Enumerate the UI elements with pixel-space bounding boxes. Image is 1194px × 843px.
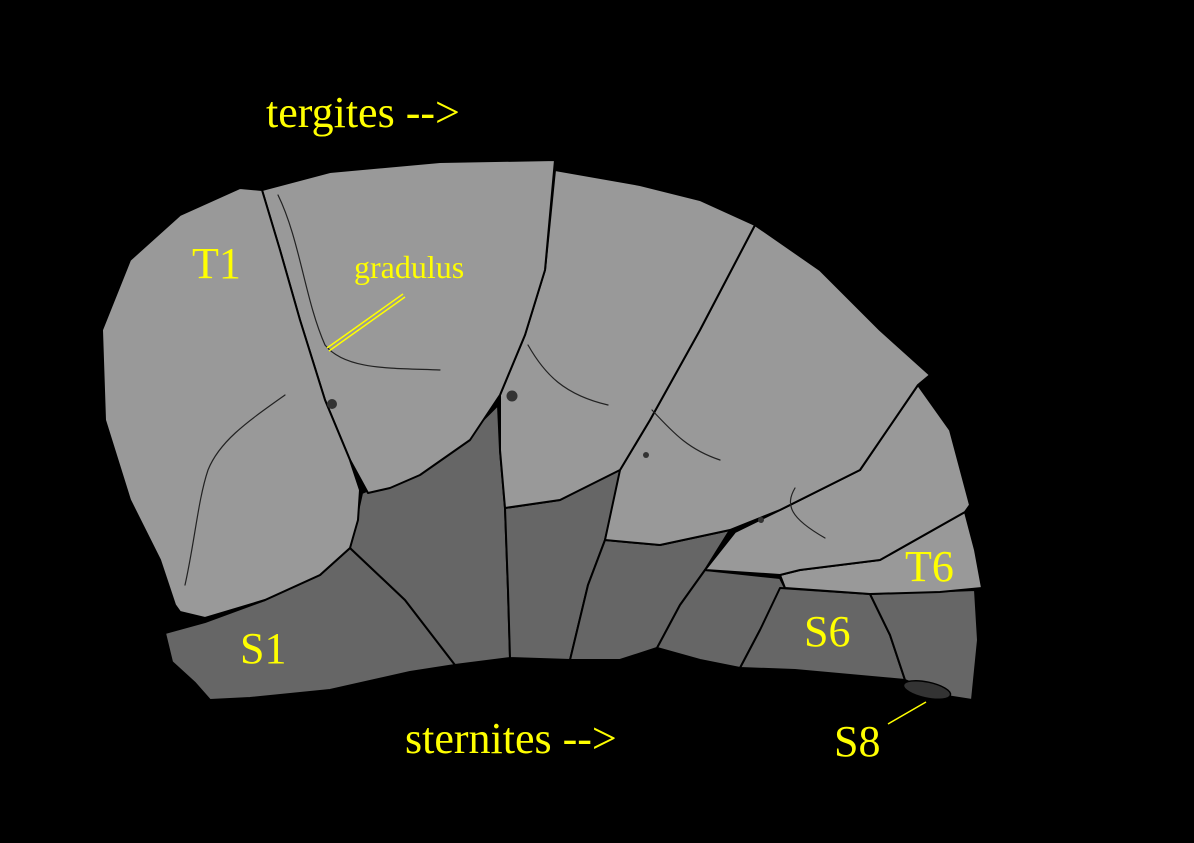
leader-lines <box>326 293 927 725</box>
spiracle-t2 <box>327 399 337 409</box>
gradulus-leader-line <box>326 293 404 349</box>
gradulus-line-t5 <box>789 487 826 539</box>
s8-label: S8 <box>834 717 880 766</box>
spiracle-t3 <box>506 390 518 402</box>
s1-label: S1 <box>240 624 286 673</box>
text-labels: tergites --> sternites --> T1 T6 S1 S6 S… <box>192 88 954 766</box>
t6-label: T6 <box>905 542 954 591</box>
gradulus-line-t4 <box>651 409 721 461</box>
sternites <box>164 404 979 701</box>
s8-leader-line <box>887 701 927 725</box>
sternite-s7 <box>869 589 979 701</box>
gradulus-label: gradulus <box>354 249 464 285</box>
suture-t1 <box>184 394 286 586</box>
tergites-label: tergites --> <box>266 88 460 137</box>
spiracle-t4 <box>643 452 649 458</box>
sutures <box>184 194 826 586</box>
gradulus-line-t3 <box>527 344 609 406</box>
spiracle-t5 <box>758 517 764 523</box>
tergites <box>101 159 983 619</box>
sternite-s8 <box>902 679 952 701</box>
tergite-t1 <box>101 187 361 619</box>
gradulus-line-t2 <box>277 194 441 371</box>
sternites-label: sternites --> <box>405 714 617 763</box>
s6-label: S6 <box>804 607 850 656</box>
spiracles <box>327 390 764 523</box>
t1-label: T1 <box>192 239 241 288</box>
gradulus-leader-line-2 <box>328 296 406 352</box>
